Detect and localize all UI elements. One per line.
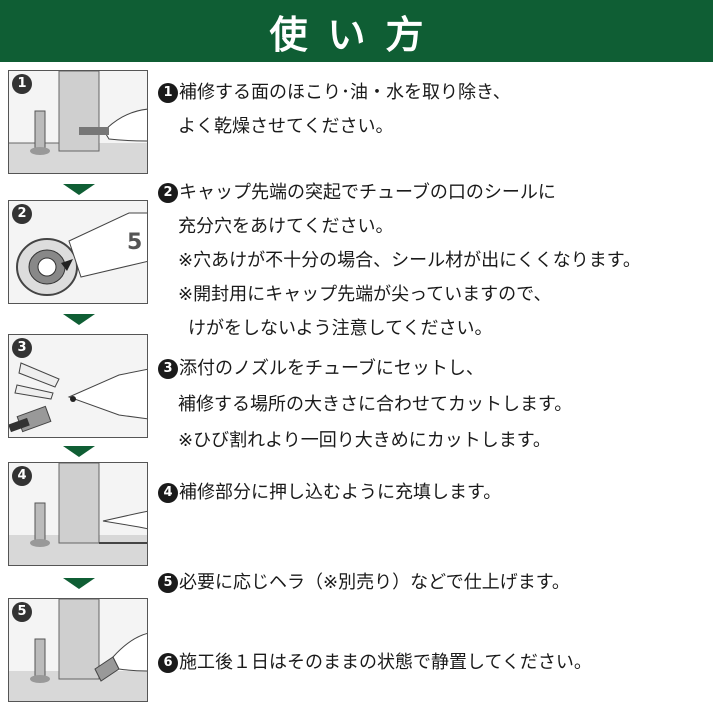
step-line: 補修する場所の大きさに合わせてカットします。 bbox=[178, 394, 573, 415]
down-arrow-icon bbox=[63, 314, 95, 325]
down-arrow-icon bbox=[63, 446, 95, 457]
step-badge: 1 bbox=[12, 74, 32, 94]
step-number: 4 bbox=[158, 483, 178, 503]
step-number: 2 bbox=[158, 183, 178, 203]
illustration-step-5: 5 bbox=[8, 598, 148, 702]
step-line: 充分穴をあけてください。 bbox=[178, 216, 394, 237]
tube-cap-illustration: 5 bbox=[16, 212, 147, 296]
down-arrow-icon bbox=[63, 184, 95, 195]
down-arrow-icon bbox=[63, 578, 95, 589]
header-bar: 使い方 bbox=[0, 0, 713, 62]
illustration-step-2: 5 2 bbox=[8, 200, 148, 304]
step-badge: 4 bbox=[12, 466, 32, 486]
note-line: ※穴あけが不十分の場合、シール材が出にくくなります。 bbox=[178, 250, 641, 271]
tube-label: 5 bbox=[127, 230, 142, 255]
filling-illustration bbox=[9, 463, 147, 565]
step-badge: 5 bbox=[12, 602, 32, 622]
step-badge: 2 bbox=[12, 204, 32, 224]
step-badge: 3 bbox=[12, 338, 32, 358]
illustration-step-4: 4 bbox=[8, 462, 148, 566]
illustration-step-3: 3 bbox=[8, 334, 148, 438]
finishing-illustration bbox=[9, 599, 147, 701]
step-number: 6 bbox=[158, 653, 178, 673]
note-line: ※開封用にキャップ先端が尖っていますので、 bbox=[178, 284, 552, 305]
step-line: よく乾燥させてください。 bbox=[178, 116, 394, 137]
step-number: 5 bbox=[158, 573, 178, 593]
step-number: 1 bbox=[158, 83, 178, 103]
note-line: ※ひび割れより一回り大きめにカットします。 bbox=[178, 430, 551, 451]
cleaning-illustration bbox=[9, 71, 147, 173]
note-line: けがをしないよう注意してください。 bbox=[188, 318, 493, 339]
illustration-step-1: 1 bbox=[8, 70, 148, 174]
step-number: 3 bbox=[158, 359, 178, 379]
page-title: 使い方 bbox=[269, 12, 444, 57]
nozzle-cut-illustration bbox=[9, 362, 147, 433]
